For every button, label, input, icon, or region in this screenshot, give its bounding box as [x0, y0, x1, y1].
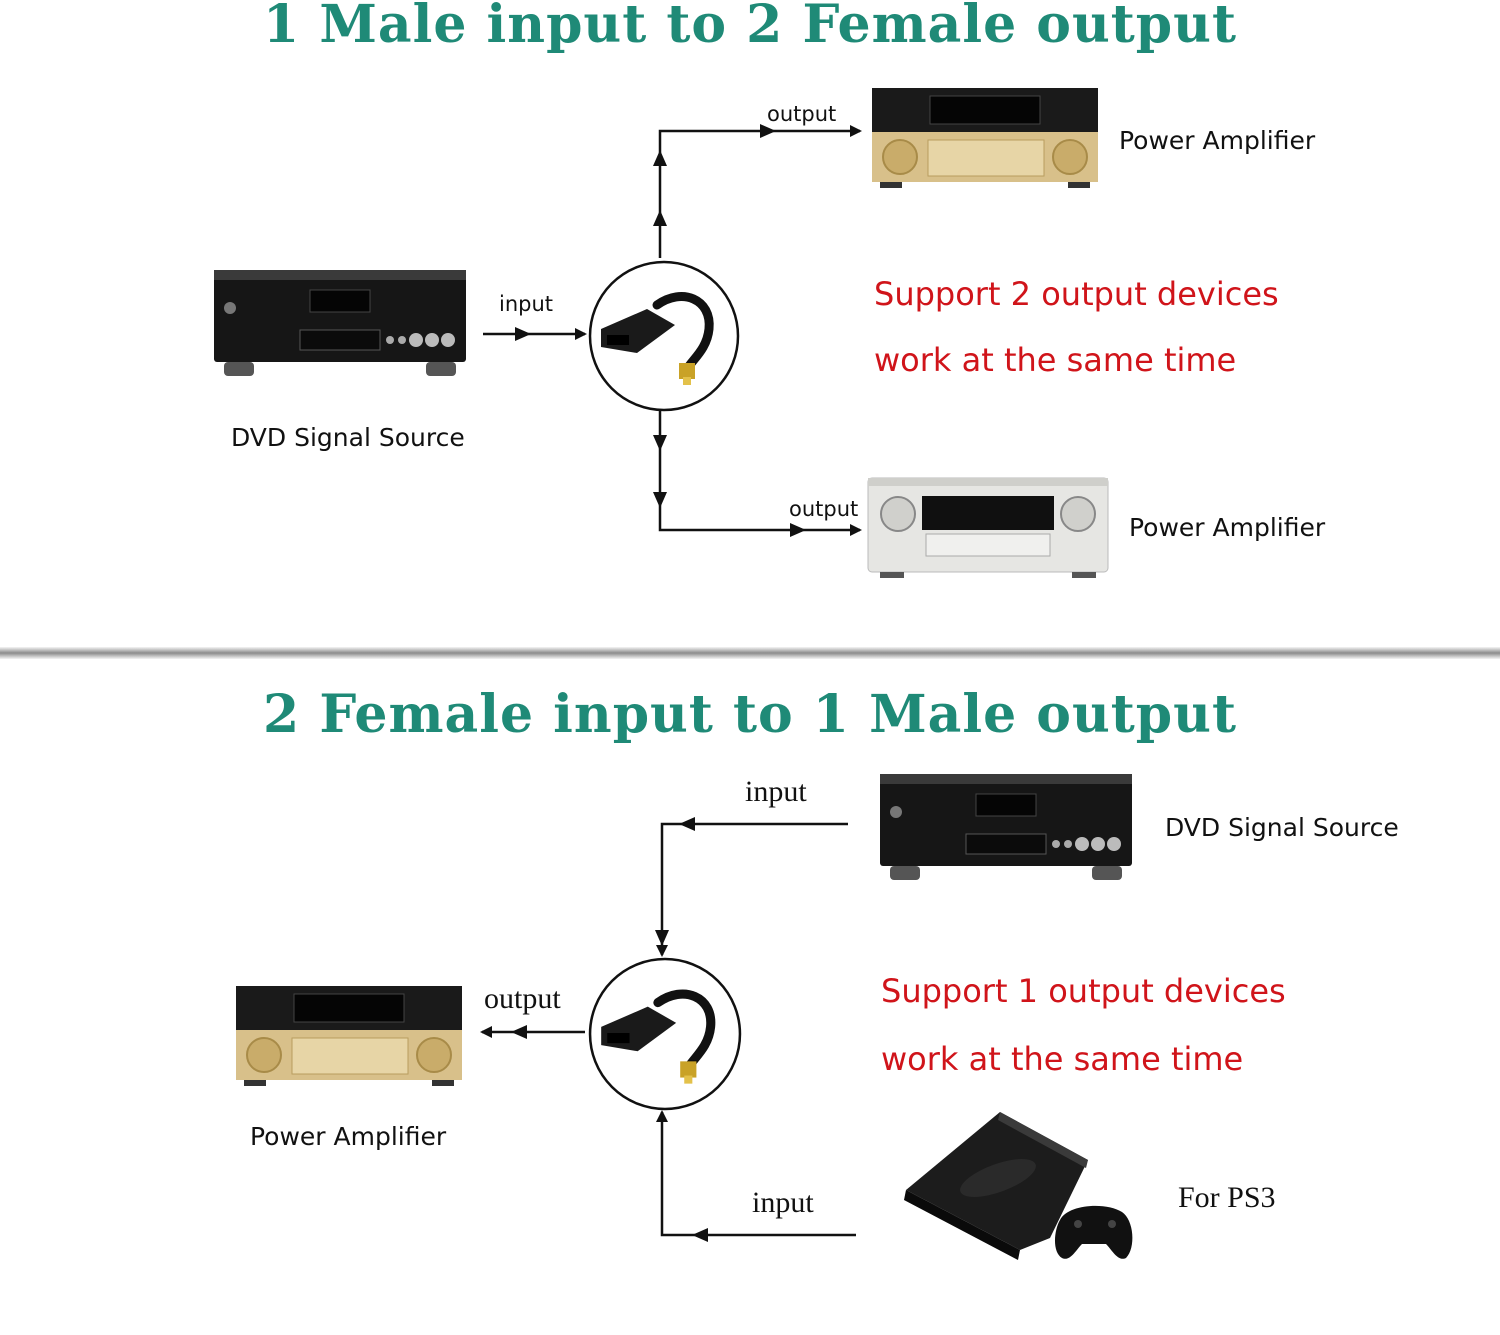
bottom-section-title: 2 Female input to 1 Male output	[263, 684, 1237, 745]
bottom-support-line-1: Support 1 output devices	[881, 972, 1286, 1010]
bottom-input-wire-2	[656, 1110, 856, 1237]
top-amp-label-2: Power Amplifier	[1129, 513, 1326, 542]
section-divider	[0, 647, 1500, 659]
bottom-input-label-2: input	[752, 1186, 814, 1219]
gold-amplifier-icon	[236, 986, 462, 1086]
bottom-amp-label: Power Amplifier	[250, 1122, 447, 1151]
dvd-player-icon	[880, 774, 1132, 880]
top-output-wire-1	[658, 125, 862, 258]
ps3-console-icon	[904, 1112, 1133, 1260]
bottom-support-line-2: work at the same time	[881, 1040, 1244, 1078]
ps3-label: For PS3	[1178, 1181, 1276, 1214]
optical-splitter-icon	[588, 260, 740, 412]
gold-amplifier-icon	[872, 88, 1098, 188]
top-output-label-2: output	[789, 497, 859, 521]
bottom-dvd-label: DVD Signal Source	[1165, 813, 1399, 842]
bottom-input-wire-1	[656, 822, 848, 957]
optical-splitter-icon	[588, 957, 742, 1111]
top-amp-label-1: Power Amplifier	[1119, 126, 1316, 155]
dvd-player-icon	[214, 270, 466, 376]
bottom-output-label: output	[484, 982, 561, 1015]
top-support-line-1: Support 2 output devices	[874, 275, 1279, 313]
top-section-title: 1 Male input to 2 Female output	[263, 0, 1237, 55]
silver-amplifier-icon	[867, 477, 1109, 578]
bottom-input-label-1: input	[745, 775, 807, 808]
top-dvd-label: DVD Signal Source	[231, 423, 465, 452]
top-input-label: input	[499, 292, 554, 316]
top-support-line-2: work at the same time	[874, 341, 1237, 379]
top-output-label-1: output	[767, 102, 837, 126]
